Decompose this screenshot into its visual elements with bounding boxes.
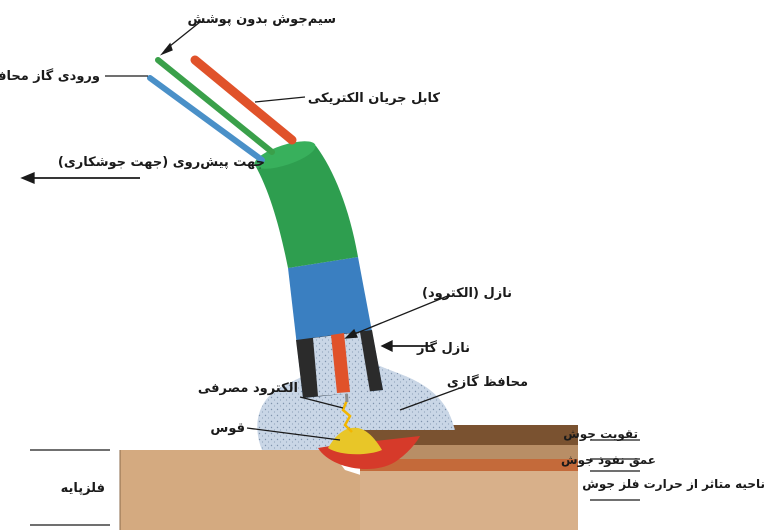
wire-green bbox=[155, 57, 275, 155]
haz-layer bbox=[360, 459, 578, 471]
wire-red bbox=[190, 55, 297, 145]
label-shielding-gas: محافظ گازی bbox=[447, 374, 528, 390]
label-base-metal: فلزپایه bbox=[61, 481, 105, 496]
label-nozzle-electrode: نازل (الکترود) bbox=[422, 286, 512, 301]
label-bare-wire: سیم‌جوش بدون پوشش bbox=[187, 12, 336, 27]
penetration-layer bbox=[360, 445, 578, 459]
label-arc: قوس bbox=[210, 421, 245, 436]
arc-icon bbox=[341, 399, 353, 433]
label-gas-nozzle: نازل گاز bbox=[416, 340, 470, 356]
label-weld-reinforcement: تقویت جوش bbox=[563, 427, 638, 442]
base-metal-left-plate bbox=[120, 450, 370, 530]
label-power-cable: کابل جریان الکتریکی bbox=[308, 91, 441, 106]
label-haz: ناحیه متاثر از حرارت فلز جوش bbox=[582, 477, 765, 492]
label-gas-inlet: ورودی گاز محافظ bbox=[0, 68, 100, 84]
label-consumable-electrode: الکترود مصرفی bbox=[198, 381, 298, 396]
label-penetration-depth: عمق نفوذ جوش bbox=[561, 453, 656, 468]
gas-nozzle bbox=[288, 257, 383, 398]
welding-hose bbox=[255, 143, 358, 268]
weld-pool bbox=[328, 427, 382, 455]
label-travel-direction: جهت پیش‌روی (جهت جوشکاری) bbox=[58, 155, 265, 170]
wire-blue bbox=[147, 75, 265, 163]
contact-tube bbox=[331, 333, 350, 393]
